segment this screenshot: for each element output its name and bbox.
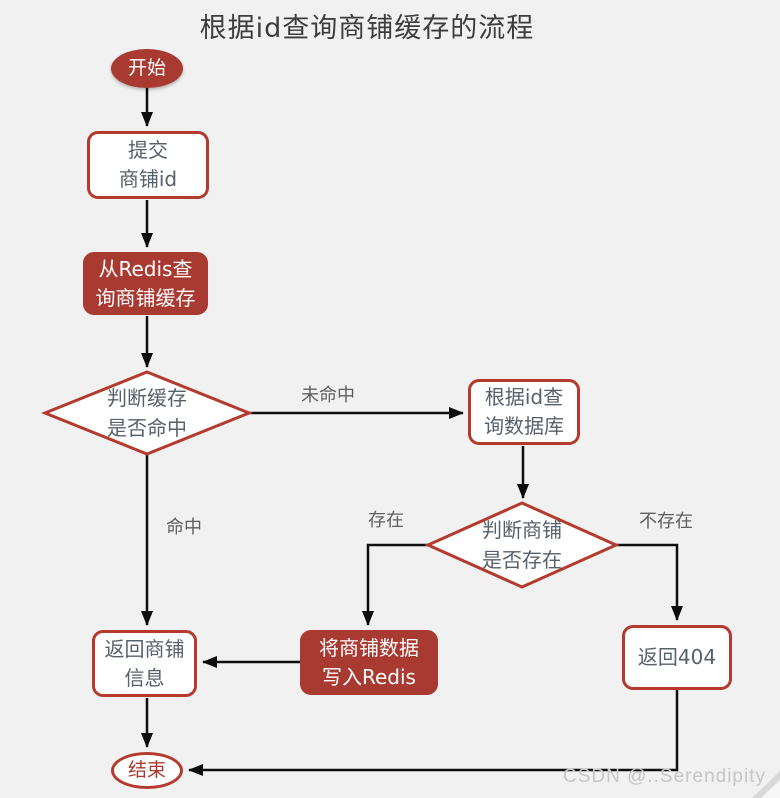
query-redis-line1: 从Redis查	[98, 256, 193, 281]
start-node: 开始	[111, 49, 183, 88]
shop-exists-decision-line1: 判断商铺	[482, 518, 562, 542]
query-database-node: 根据id查 询数据库	[468, 379, 580, 445]
submit-shop-id-node: 提交 商铺id	[87, 131, 209, 199]
page-curl-highlight	[761, 780, 780, 798]
diagram-title: 根据id查询商铺缓存的流程	[199, 13, 535, 44]
return-shop-info-node: 返回商铺 信息	[92, 630, 197, 697]
edge-shopcheck-notexists-to-404	[616, 543, 683, 621]
edge-label-miss: 未命中	[301, 385, 355, 406]
return-404-node: 返回404	[622, 625, 732, 690]
edge-label-hit: 命中	[166, 517, 202, 538]
query-redis-node: 从Redis查 询商铺缓存	[83, 252, 208, 315]
cache-hit-decision-label: 判断缓存 是否命中	[67, 382, 227, 444]
write-redis-line1: 将商铺数据	[319, 635, 419, 660]
end-node: 结束	[111, 752, 183, 789]
cache-hit-decision-line1: 判断缓存	[107, 386, 187, 410]
return-404-label: 返回404	[637, 645, 717, 669]
write-redis-line2: 写入Redis	[322, 664, 416, 689]
csdn-watermark: CSDN @..Serendipity	[562, 766, 766, 787]
shop-exists-decision-label: 判断商铺 是否存在	[442, 514, 602, 576]
cache-hit-decision-shape	[40, 370, 254, 456]
shop-exists-decision-line2: 是否存在	[482, 548, 562, 572]
submit-shop-id-line2: 商铺id	[118, 167, 178, 191]
query-database-line1: 根据id查	[484, 385, 564, 409]
edge-404-to-end	[188, 690, 679, 776]
write-redis-node: 将商铺数据 写入Redis	[300, 630, 438, 695]
submit-shop-id-line1: 提交	[128, 138, 168, 162]
query-redis-line2: 询商铺缓存	[95, 285, 196, 310]
query-database-line2: 询数据库	[484, 414, 564, 438]
return-shop-info-line2: 信息	[124, 665, 165, 690]
shop-exists-decision-shape	[424, 501, 620, 589]
edge-label-not-exists: 不存在	[639, 511, 693, 532]
edge-shopcheck-exists-to-writeredis	[362, 543, 428, 626]
start-node-label: 开始	[127, 57, 166, 79]
return-shop-info-line1: 返回商铺	[104, 636, 185, 661]
edge-label-exists: 存在	[368, 510, 404, 531]
cache-hit-decision-line2: 是否命中	[107, 416, 187, 440]
end-node-label: 结束	[127, 759, 166, 781]
